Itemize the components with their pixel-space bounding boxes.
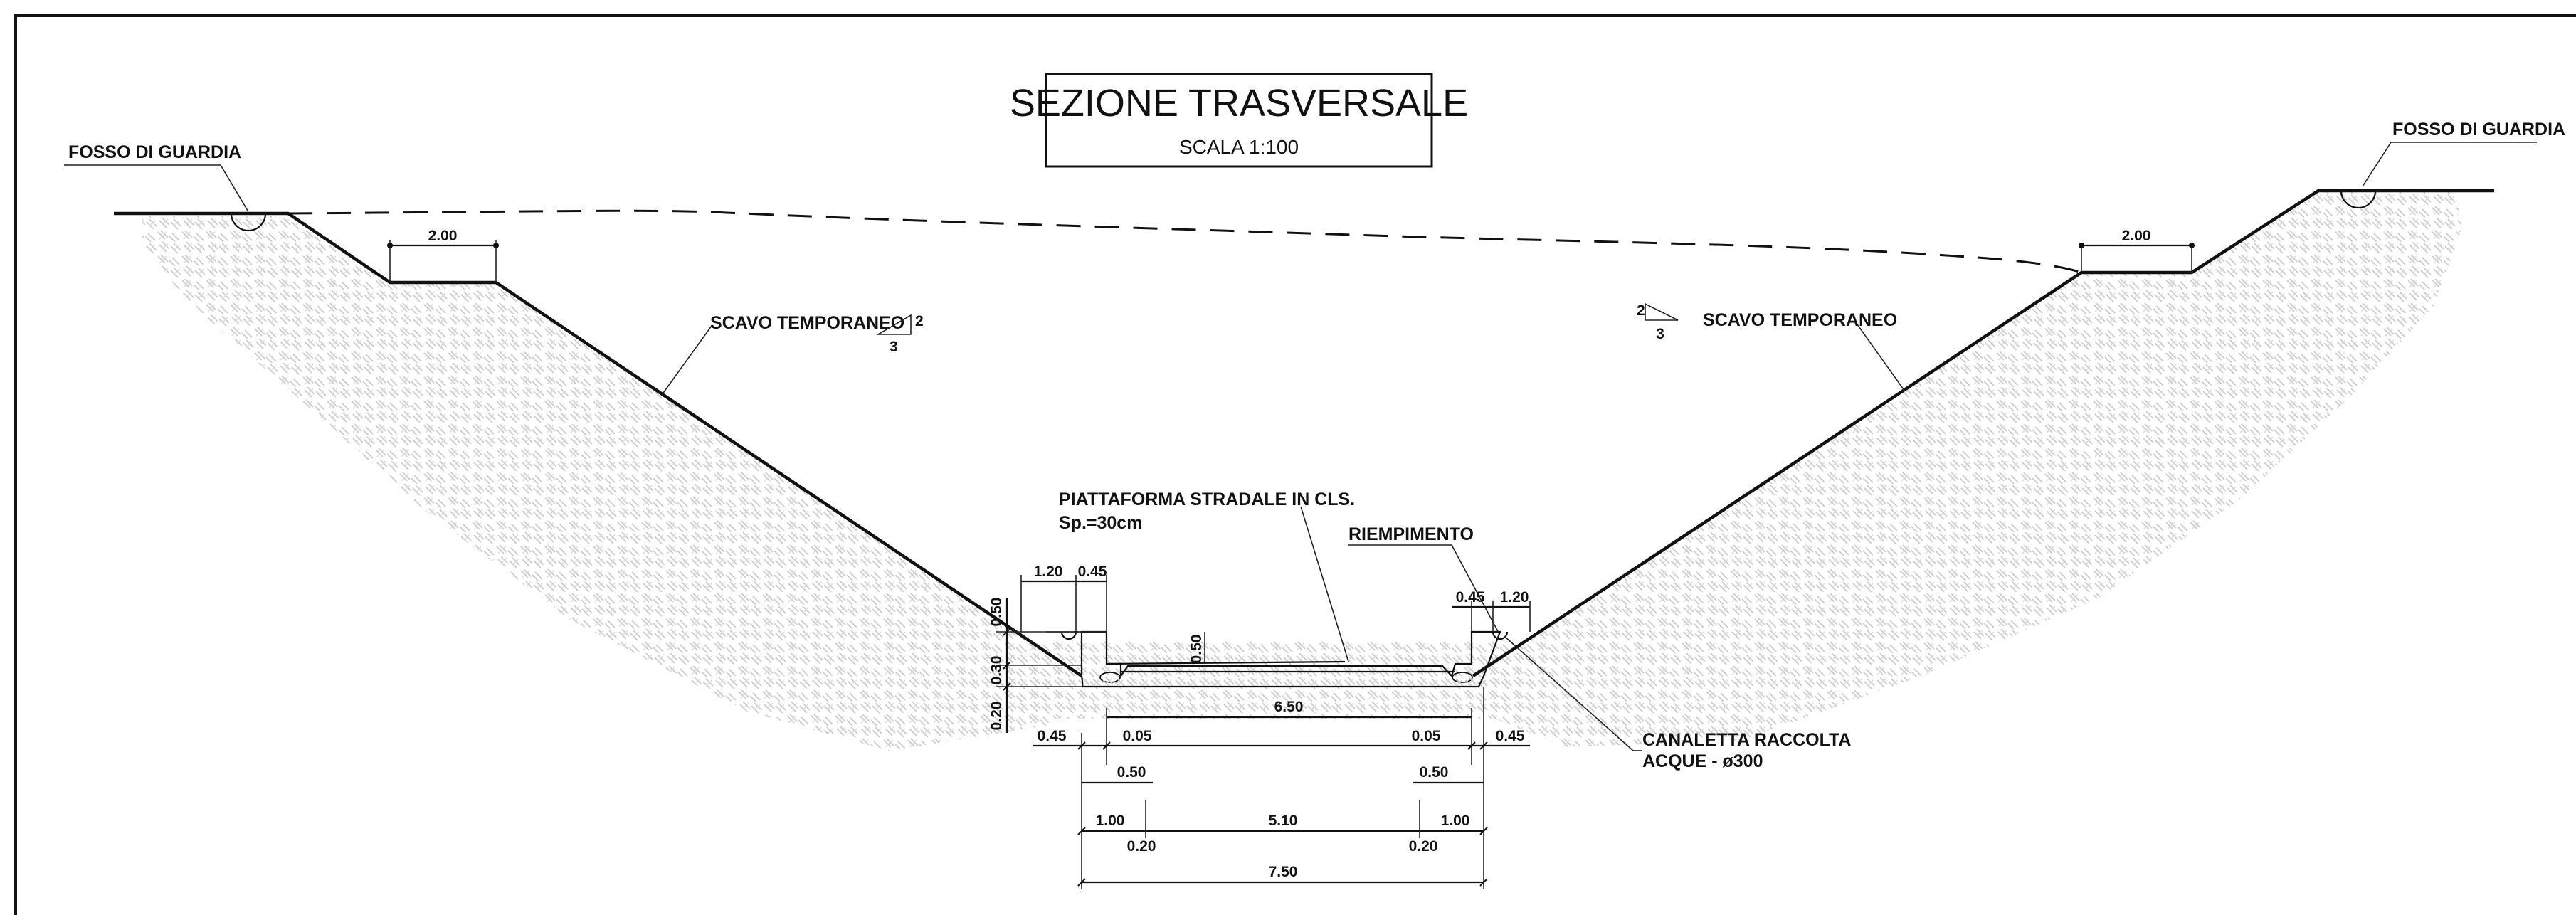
slope-left-rise: 2 [915,313,924,329]
platform-fill [1083,676,1478,686]
dim-row-a-4: 0.45 [1496,728,1525,744]
scavo-right-label: SCAVO TEMPORANEO [1703,310,1897,330]
dim-row-b-2: 0.50 [1420,764,1449,781]
ditch-right [2340,190,2377,209]
scavo-left-label: SCAVO TEMPORANEO [710,313,904,333]
curb-height-label: 0.50 [1188,635,1205,664]
dim-dot [493,243,499,248]
canaletta-leader [1504,636,1634,751]
riempimento-label: RIEMPIMENTO [1348,524,1474,544]
piattaforma-label-2: Sp.=30cm [1059,513,1142,533]
fosso-right-leader-2 [2362,142,2392,187]
slope-triangle-left [876,314,912,335]
dim-right-top-2: 1.20 [1500,589,1529,605]
scavo-left-leader [661,325,712,396]
piattaforma-label-1: PIATTAFORMA STRADALE IN CLS. [1059,490,1355,509]
dim-row-c-2: 5.10 [1269,813,1298,829]
dim-left-top-2: 0.45 [1078,564,1107,580]
dim-platform: 6.50 [1274,699,1304,715]
slope-right-run: 3 [1656,326,1664,342]
dim-row-c-small-1: 0.20 [1127,838,1156,855]
piattaforma-leader [1300,506,1349,662]
dim-dot [2189,243,2195,248]
canaletta-label-2: ACQUE - ø300 [1642,751,1763,771]
tick-marks [1003,628,1488,887]
slope-left-run: 3 [890,339,898,355]
title-text: SEZIONE TRASVERSALE [1010,82,1468,125]
vertical-dim-1: 0.50 [988,598,1005,627]
fosso-right-label: FOSSO DI GUARDIA [2392,120,2565,139]
existing-ground-line [287,209,2082,274]
vertical-dim-2: 0.30 [988,656,1005,685]
dim-dot [2079,243,2084,248]
channel-left [1060,631,1077,640]
canaletta-label-1: CANALETTA RACCOLTA [1642,730,1851,750]
dim-left-top-1: 1.20 [1034,564,1063,580]
dim-total: 7.50 [1269,864,1298,880]
fosso-left-label: FOSSO DI GUARDIA [68,142,241,162]
platform-top [1106,660,1346,665]
title-box [1045,73,1433,168]
dim-row-c-3: 1.00 [1441,813,1470,829]
sheet-frame [14,14,2576,915]
berm-left-dim: 2.00 [428,228,458,244]
dim-row-a-2: 0.05 [1123,728,1152,744]
fosso-left-leader-2 [220,164,248,211]
dim-row-c-small-2: 0.20 [1409,838,1438,855]
scavo-right-leader [1857,324,1906,392]
dim-row-a-1: 0.45 [1038,728,1067,744]
soil-hatch-right [1473,191,2462,747]
berm-right-dim: 2.00 [2122,228,2151,244]
scale-text: SCALA 1:100 [1179,136,1299,158]
dim-row-c-1: 1.00 [1096,813,1125,829]
dim-dot [387,243,393,248]
dim-row-a-3: 0.05 [1412,728,1441,744]
vertical-dim-3: 0.20 [988,702,1005,731]
dim-row-b-1: 0.50 [1117,764,1146,781]
soil-hatch-left [142,216,1082,751]
dim-right-top-1: 0.45 [1456,589,1485,605]
riempimento-leader-2 [1451,544,1501,636]
slope-triangle-right [1645,302,1679,321]
channel-right [1492,631,1509,640]
slope-right-rise: 2 [1637,302,1645,319]
ditch-left [230,213,267,232]
